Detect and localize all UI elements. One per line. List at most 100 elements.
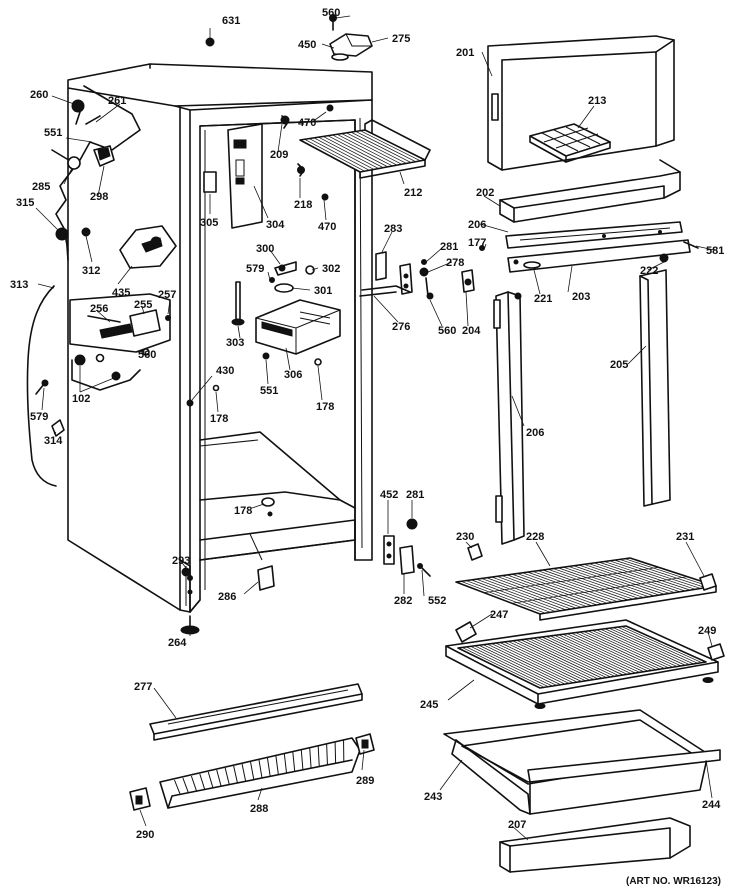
glass-shelf-hatch-line: [571, 632, 653, 671]
grille-slat: [309, 747, 312, 769]
wire-shelf-wire: [548, 568, 634, 600]
base-grille: [129, 733, 375, 811]
freezer-shelf: [299, 119, 431, 179]
grille-slat: [266, 757, 271, 777]
freezer-shelf-wires: [304, 130, 421, 172]
part-label-221: 221: [534, 293, 552, 305]
glass-shelf-hatch-line: [466, 646, 549, 688]
control-housing: [203, 123, 263, 229]
grille-slat: [334, 741, 337, 764]
part-label-247: 247: [490, 609, 508, 621]
part-label-222: 222: [640, 265, 658, 277]
thermostat-assembly: [231, 261, 315, 326]
wire-shelf-wire: [466, 580, 551, 613]
glass-shelf-hatch-line: [487, 643, 570, 684]
wire-shelf-wire: [578, 564, 665, 595]
wire-shelf-wire: [512, 573, 598, 606]
grille-slat: [199, 773, 206, 790]
wire-shelf-wire: [481, 578, 567, 611]
wire-shelf-wire: [532, 571, 618, 602]
wire-shelf-wire: [599, 561, 686, 592]
part-label-312: 312: [82, 265, 100, 277]
freezer-shelf-wire: [309, 138, 370, 171]
part-label-228: 228: [526, 531, 544, 543]
part-label-230: 230: [456, 531, 474, 543]
freezer-shelf-wire: [341, 133, 402, 165]
wire-shelf-wire: [573, 565, 660, 596]
part-label-315: 315: [16, 197, 34, 209]
part-label-278: 278: [446, 257, 464, 269]
part-label-207: 207: [508, 819, 526, 831]
door-bin-207: [499, 817, 691, 873]
wire-shelf-wire: [594, 562, 680, 593]
part-label-581: 581: [706, 245, 724, 257]
part-label-213: 213: [588, 95, 606, 107]
glass-shelf-hatch-line: [474, 645, 557, 686]
top-hinge-assembly: [205, 14, 373, 61]
part-label-249: 249: [698, 625, 716, 637]
part-label-552: 552: [428, 595, 446, 607]
part-label-313: 313: [10, 279, 28, 291]
glass-shelf-hatch-line: [470, 646, 553, 687]
part-label-551: 551: [260, 385, 278, 397]
freezer-shelf-wire: [346, 132, 407, 164]
part-label-277: 277: [134, 681, 152, 693]
glass-shelf-hatch-line: [600, 628, 682, 667]
glass-shelf-hatch-line: [508, 641, 590, 681]
part-label-303: 303: [226, 337, 244, 349]
part-label-304: 304: [266, 219, 285, 231]
glass-shelf: [445, 619, 725, 709]
part-label-245: 245: [420, 699, 438, 711]
part-label-285: 285: [32, 181, 50, 193]
glass-shelf-hatch-line: [525, 638, 607, 678]
glass-shelf-hatch-line: [462, 647, 545, 688]
wire-shelf-wire: [507, 574, 592, 607]
crisper-drawer: [443, 709, 721, 815]
grille-slat: [326, 743, 328, 765]
part-label-205: 205: [610, 359, 628, 371]
part-label-201: 201: [456, 47, 474, 59]
wire-shelf-wire: [537, 570, 623, 602]
glass-shelf-hatch-line: [592, 630, 673, 668]
part-label-177: 177: [468, 237, 486, 249]
glass-shelf-hatch-line: [499, 642, 582, 682]
grille-slat: [275, 755, 279, 775]
part-label-290: 290: [136, 829, 154, 841]
front-trim-strip: [149, 683, 363, 741]
part-label-305: 305: [200, 217, 218, 229]
glass-shelf-hatch-line: [575, 632, 657, 671]
part-label-579: 579: [246, 263, 264, 275]
glass-shelf-hatch: [462, 626, 702, 688]
wire-shelf-crossbar: [511, 576, 688, 604]
part-label-178: 178: [316, 401, 334, 413]
wire-shelf-wire: [476, 578, 561, 612]
part-label-631: 631: [222, 15, 240, 27]
part-label-452: 452: [380, 489, 398, 501]
wire-shelf-wire: [568, 566, 654, 597]
grille-slat: [258, 759, 263, 779]
wire-shelf-wire: [491, 576, 577, 609]
glass-shelf-hatch-line: [588, 630, 669, 669]
part-label-275: 275: [392, 33, 410, 45]
part-label-283: 283: [384, 223, 402, 235]
wire-shelf-wire: [527, 571, 613, 603]
part-label-314: 314: [44, 435, 63, 447]
glass-shelf-hatch-line: [550, 635, 632, 675]
part-label-178: 178: [234, 505, 252, 517]
wire-shelf-wires: [460, 558, 711, 614]
grille-slat: [250, 761, 255, 780]
wire-shelf: [455, 543, 717, 621]
grille-slat: [292, 751, 296, 772]
glass-shelf-hatch-line: [613, 627, 694, 665]
glass-shelf-hatch-line: [516, 639, 599, 680]
wire-shelf-wire: [460, 580, 546, 614]
glass-shelf-hatch-line: [583, 631, 665, 669]
glass-shelf-hatch-line: [558, 634, 640, 673]
grille-slat: [233, 765, 238, 784]
wire-shelf-wire: [619, 559, 706, 588]
glass-shelf-hatch-line: [579, 631, 661, 670]
part-label-260: 260: [30, 89, 48, 101]
wire-shelf-wire: [471, 579, 556, 612]
glass-shelf-hatch-line: [541, 636, 624, 676]
